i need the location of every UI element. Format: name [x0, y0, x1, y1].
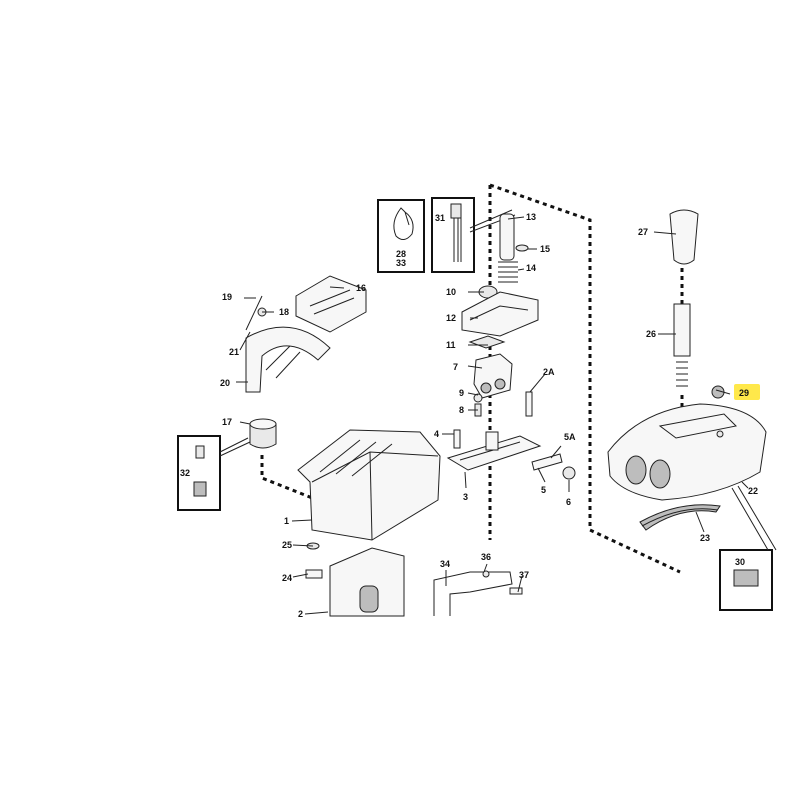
- callout-2a: 2A: [543, 367, 555, 377]
- callout-2: 2: [298, 609, 303, 619]
- carrier-part: [473, 353, 513, 399]
- bracket-part: [461, 291, 539, 337]
- callout-15: 15: [540, 244, 550, 254]
- base-block-opening: [359, 585, 379, 613]
- switch-32-body: [193, 481, 207, 497]
- detail-box-switch-32: [177, 435, 221, 511]
- callout-31: 31: [435, 213, 445, 223]
- housing-detail-3: [319, 439, 393, 477]
- callout-14: 14: [526, 263, 536, 273]
- callout-4: 4: [434, 429, 439, 439]
- callout-32: 32: [180, 468, 190, 478]
- callout-24: 24: [282, 573, 292, 583]
- lever-housing-part: [297, 429, 441, 541]
- rod-part: [499, 213, 515, 261]
- callout-37: 37: [519, 570, 529, 580]
- switch-32-icon: [195, 445, 205, 459]
- callout-8: 8: [459, 405, 464, 415]
- nut-6-part: [562, 466, 576, 480]
- callout-6: 6: [566, 497, 571, 507]
- shaft-thread: [676, 361, 688, 387]
- gate-plate-part: [245, 326, 331, 393]
- console-bulb-hole: [716, 430, 724, 438]
- leader-lines: [236, 216, 749, 615]
- cover-part: [295, 275, 367, 333]
- detail-box-clip: [377, 199, 425, 273]
- callout-25: 25: [282, 540, 292, 550]
- callout-19: 19: [222, 292, 232, 302]
- pin-icon: [450, 203, 462, 219]
- callout-23: 23: [700, 533, 710, 543]
- callout-28: 28: [396, 249, 406, 259]
- callout-5: 5: [541, 485, 546, 495]
- console-opening-1: [625, 455, 647, 485]
- callout-10: 10: [446, 287, 456, 297]
- callout-36: 36: [481, 552, 491, 562]
- pin-5-part: [531, 453, 563, 471]
- callout-17: 17: [222, 417, 232, 427]
- switch-32-pointer: [219, 437, 251, 457]
- switch-30-icon: [733, 569, 759, 587]
- carrier-roller-1: [480, 382, 492, 394]
- shaft-part: [673, 303, 691, 357]
- callout-30: 30: [735, 557, 745, 567]
- damper-part: [249, 423, 277, 449]
- callout-1: 1: [284, 516, 289, 526]
- cover-slots: [309, 289, 355, 315]
- pivot-36-part: [482, 570, 490, 578]
- strip-part: [639, 504, 721, 531]
- plate-part: [468, 335, 506, 349]
- assembly-dashed-outline: [489, 183, 681, 574]
- callout-3: 3: [463, 492, 468, 502]
- callout-18: 18: [279, 307, 289, 317]
- callout-7: 7: [453, 362, 458, 372]
- ring-part: [515, 244, 529, 252]
- callout-26: 26: [646, 329, 656, 339]
- gate-plate-detail: [265, 345, 301, 379]
- callout-9: 9: [459, 388, 464, 398]
- console-gate-slot: [658, 413, 738, 439]
- callout-11: 11: [446, 340, 456, 350]
- guide-post-part: [485, 431, 499, 451]
- pin-legs: [453, 218, 462, 262]
- callout-21: 21: [229, 347, 239, 357]
- guide-rail-slot: [459, 441, 521, 461]
- highlight-29: [734, 384, 760, 400]
- bolt-2a-part: [525, 391, 533, 417]
- spring-part: [498, 261, 518, 283]
- callout-5a: 5A: [564, 432, 576, 442]
- callout-12: 12: [446, 313, 456, 323]
- clip-icon: [393, 207, 414, 240]
- strip-lines: [641, 508, 719, 527]
- callout-16: 16: [356, 283, 366, 293]
- callout-33: 33: [396, 258, 406, 268]
- bolt-4-part: [453, 429, 461, 449]
- callout-22: 22: [748, 486, 758, 496]
- callout-29: 29: [739, 388, 749, 398]
- knob-part: [669, 209, 699, 265]
- housing-detail-2: [369, 451, 373, 541]
- callout-34: 34: [440, 559, 450, 569]
- bolt-37-part: [509, 587, 523, 595]
- bolt-24-part: [305, 569, 323, 579]
- switch-30-pointer: [731, 485, 777, 551]
- callout-27: 27: [638, 227, 648, 237]
- damper-top: [249, 418, 277, 430]
- pin-21-part: [245, 295, 263, 331]
- callout-20: 20: [220, 378, 230, 388]
- base-block-part: [329, 547, 405, 617]
- carrier-roller-2: [494, 378, 506, 390]
- console-part: [607, 403, 767, 501]
- linkage-part: [433, 571, 513, 616]
- console-opening-2: [649, 459, 671, 489]
- callout-13: 13: [526, 212, 536, 222]
- bracket-slot: [469, 305, 529, 321]
- washer-part: [473, 393, 483, 403]
